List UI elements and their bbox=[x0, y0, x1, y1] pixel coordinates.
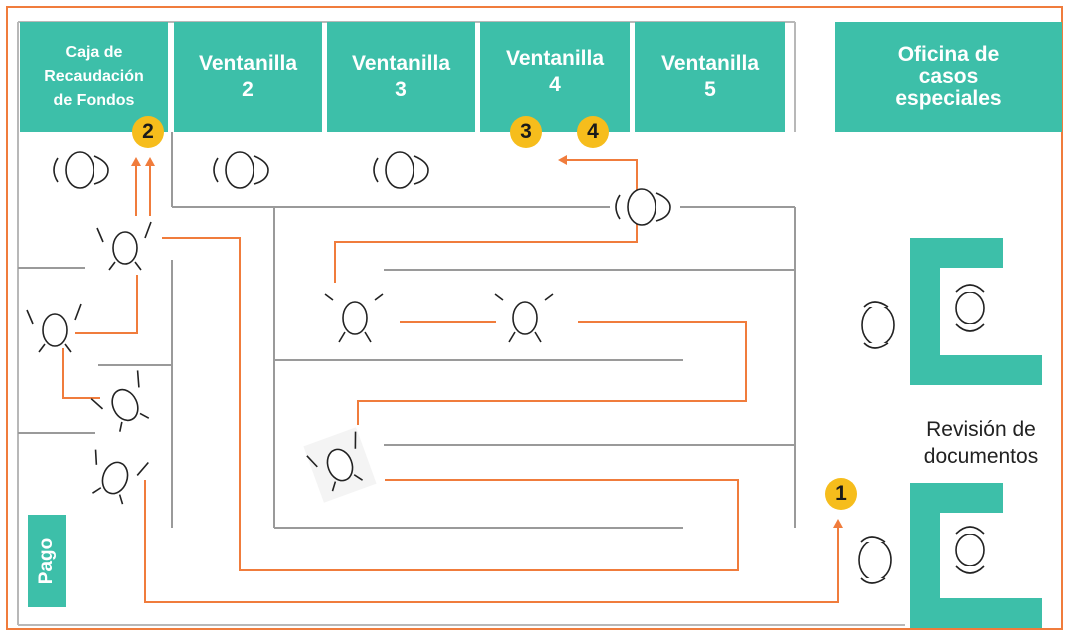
flow-path-left bbox=[62, 348, 100, 399]
person-icon bbox=[858, 536, 892, 584]
flow-path-to-window bbox=[334, 159, 638, 283]
desk-upper bbox=[910, 238, 1042, 385]
ventanilla-3-label: Ventanilla 3 bbox=[351, 52, 451, 101]
ventanilla-2: Ventanilla 2 bbox=[174, 22, 322, 132]
pago-label: Pago bbox=[36, 537, 57, 585]
person-icon bbox=[615, 188, 671, 226]
person-icon bbox=[213, 151, 269, 189]
person-icon bbox=[861, 301, 895, 349]
person-icon bbox=[53, 151, 109, 189]
person-icon bbox=[373, 151, 429, 189]
revision-documentos-label: Revisión de documentos bbox=[923, 418, 1039, 468]
ventanilla-2-label: Ventanilla 2 bbox=[198, 52, 298, 101]
oficina-label: Oficina de casos especiales bbox=[895, 43, 1002, 110]
caja-label: Caja de Recaudación de Fondos bbox=[44, 44, 144, 109]
person-icon bbox=[90, 370, 150, 432]
ventanilla-5-label: Ventanilla 5 bbox=[660, 52, 760, 101]
flow-arrows bbox=[62, 159, 839, 603]
queue-barriers bbox=[18, 132, 796, 529]
flow-path-main bbox=[144, 480, 839, 603]
desks bbox=[910, 238, 1042, 628]
outer-border bbox=[6, 6, 1063, 630]
person-icon bbox=[92, 449, 149, 505]
step-badge-4: 4 bbox=[577, 116, 609, 148]
ventanilla-4-label: Ventanilla 4 bbox=[505, 47, 605, 96]
person-icon bbox=[955, 526, 985, 574]
person-icon bbox=[955, 284, 985, 332]
desk-lower bbox=[910, 483, 1042, 628]
person-icon bbox=[324, 293, 384, 343]
oficina-casos-especiales: Oficina de casos especiales bbox=[835, 22, 1062, 132]
step-badge-2: 2 bbox=[132, 116, 164, 148]
people bbox=[26, 151, 985, 584]
ventanilla-3: Ventanilla 3 bbox=[327, 22, 475, 132]
ventanilla-4: Ventanilla 4 bbox=[480, 22, 630, 132]
arrowheads bbox=[131, 155, 843, 528]
person-icon bbox=[96, 221, 152, 271]
step-badge-3: 3 bbox=[510, 116, 542, 148]
step-badge-1: 1 bbox=[825, 478, 857, 510]
caja-window: Caja de Recaudación de Fondos bbox=[20, 22, 168, 132]
person-icon bbox=[26, 303, 82, 353]
person-icon bbox=[494, 293, 554, 343]
pago-label-box: Pago bbox=[28, 515, 66, 607]
ventanilla-5: Ventanilla 5 bbox=[635, 22, 785, 132]
flow-path-serpentine bbox=[357, 321, 747, 425]
person-icon bbox=[303, 427, 377, 503]
flow-path-queue bbox=[162, 237, 739, 571]
